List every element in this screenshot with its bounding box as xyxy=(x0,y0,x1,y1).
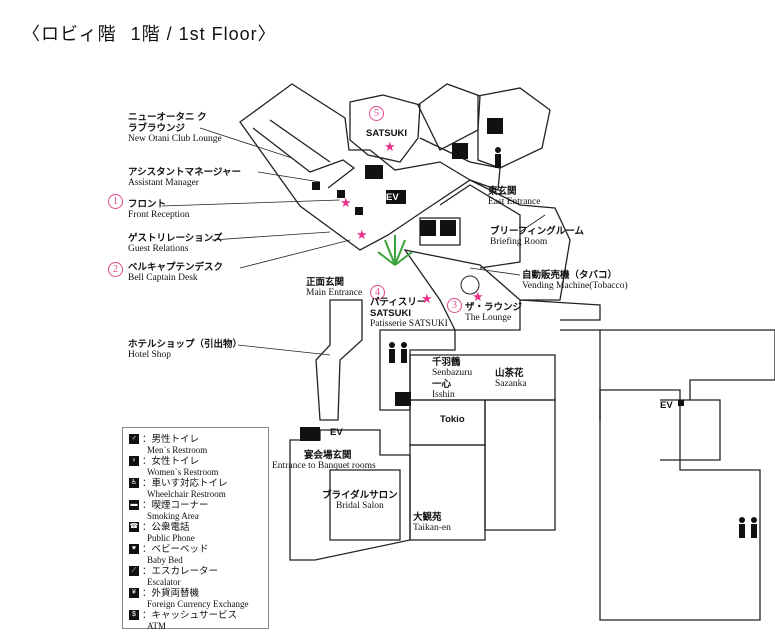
atm-map-icon xyxy=(440,220,456,236)
star-front: ★ xyxy=(340,195,352,210)
label-club-lounge: ニューオータニ クラブラウンジ New Otani Club Lounge xyxy=(128,112,222,144)
east-building xyxy=(599,389,761,621)
title-floor: 1階 / 1st Floor〉 xyxy=(130,24,277,44)
marker-1: 1 xyxy=(108,194,123,209)
ev-block xyxy=(386,190,406,204)
plant-icon xyxy=(377,235,413,266)
star-bell-captain: ★ xyxy=(356,227,368,242)
lounge-area xyxy=(403,249,521,331)
title-lobby: 〈ロビィ階 xyxy=(22,24,117,44)
elevator-bank-icon xyxy=(365,165,383,179)
marker-5: 5 xyxy=(369,106,384,121)
lounge-fountain xyxy=(460,275,480,295)
star-patisserie: ★ xyxy=(421,291,433,306)
phone-icon: ☎ xyxy=(129,522,139,532)
phone-map-icon xyxy=(420,220,436,236)
main-corridor xyxy=(315,299,363,421)
label-ev-banquet: EV xyxy=(330,427,343,438)
female-restroom-icon: ♀ xyxy=(129,456,139,466)
male-restroom-icon: ♂ xyxy=(129,434,139,444)
atm-icon: $ xyxy=(129,610,139,620)
escalator-icon: ⟋ xyxy=(129,566,139,576)
label-hotel-shop: ホテルショップ（引出物）Hotel Shop xyxy=(128,339,243,360)
star-satsuki: ★ xyxy=(384,139,396,154)
label-vending: 自動販売機（タバコ）Vending Machine(Tobacco) xyxy=(522,270,628,291)
briefing-room xyxy=(439,184,521,269)
label-ev-east: EV xyxy=(660,400,673,411)
baby-bed-icon: ♥ xyxy=(129,544,139,554)
smoking-icon: ▬ xyxy=(129,500,139,510)
label-ev-front: EV xyxy=(386,192,399,203)
label-satsuki: SATSUKI xyxy=(366,128,407,139)
club-lounge-wing xyxy=(239,83,472,251)
currency-exchange-icon: ¥ xyxy=(129,588,139,598)
marker-4: 4 xyxy=(370,285,385,300)
marker-2: 2 xyxy=(108,262,123,277)
escalator-map-icon xyxy=(395,392,411,406)
restroom-figures xyxy=(389,147,757,538)
satsuki-room xyxy=(349,94,421,163)
baby-bed-map-icon xyxy=(487,118,503,134)
marker-3: 3 xyxy=(447,298,462,313)
banquet-ev-icon xyxy=(300,427,320,441)
wheelchair-icon: ♿ xyxy=(129,478,139,488)
page-title: 〈ロビィ階 1階 / 1st Floor〉 xyxy=(22,20,291,46)
star-lounge: ★ xyxy=(472,289,484,304)
wheelchair-restroom-icon xyxy=(452,143,468,159)
label-tokio: Tokio xyxy=(440,414,465,425)
